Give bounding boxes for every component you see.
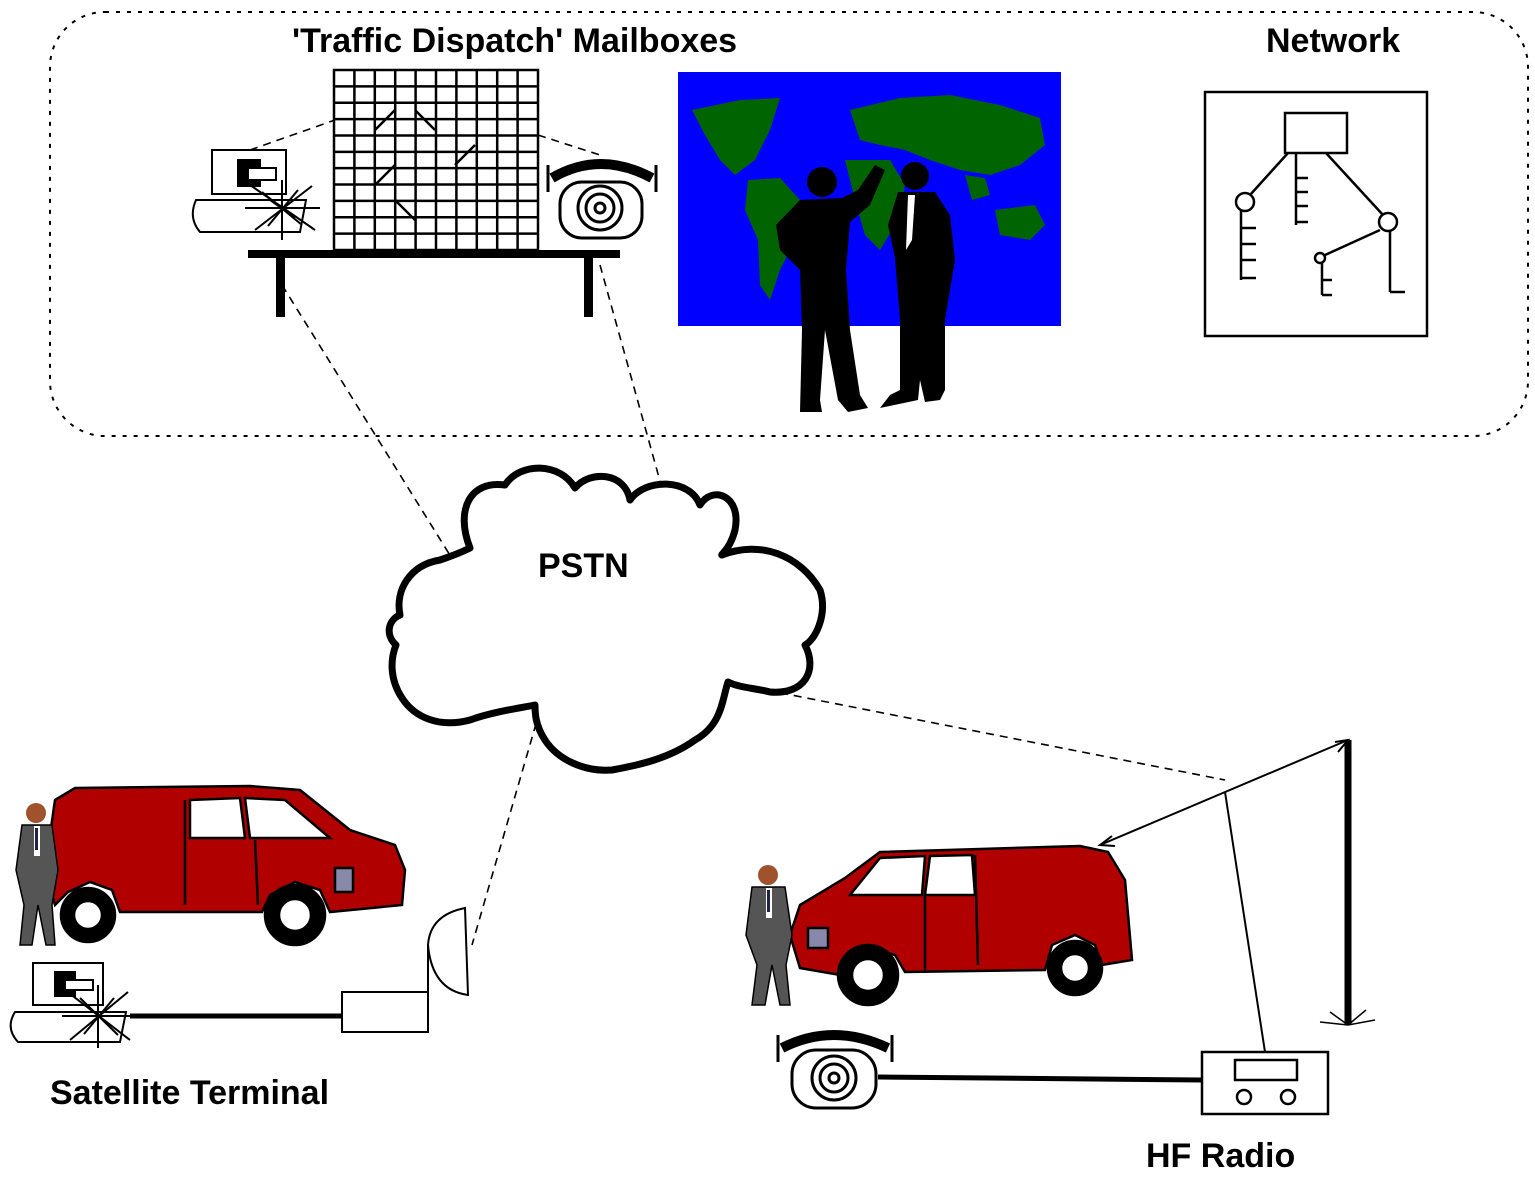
person-right-icon <box>745 865 793 1006</box>
hf-radio-label: HF Radio <box>1146 1137 1295 1175</box>
link-grid-to-phone <box>537 134 601 156</box>
scribble-icon <box>245 180 320 240</box>
mailbox-grid-icon <box>332 68 540 252</box>
mailboxes-label: 'Traffic Dispatch' Mailboxes <box>292 22 737 60</box>
hf-telephone-icon <box>776 1030 894 1110</box>
van-left-icon <box>43 784 407 947</box>
network-tree-icon <box>1203 90 1429 338</box>
person-left-icon <box>15 803 59 946</box>
office-region-border <box>49 11 1529 437</box>
telephone-icon <box>546 159 658 240</box>
satellite-terminal-label: Satellite Terminal <box>50 1074 329 1112</box>
link-cloud-to-hf-antenna <box>724 681 1226 781</box>
satellite-dish-icon <box>341 906 470 1033</box>
satellite-computer-icon <box>9 962 128 1043</box>
satellite-scribble-icon <box>62 985 134 1048</box>
radio-icon <box>1200 1050 1330 1116</box>
pstn-label: PSTN <box>538 547 629 585</box>
antenna-mast-icon <box>1097 738 1376 1053</box>
link-cloud-to-dish <box>471 709 541 946</box>
van-right-icon <box>788 844 1134 1007</box>
desk-icon <box>248 250 620 317</box>
link-computer-to-grid <box>249 119 336 151</box>
network-label: Network <box>1266 22 1400 60</box>
hf-cable <box>877 1074 1203 1083</box>
cloud-icon <box>385 464 826 774</box>
people-silhouette-icon <box>776 162 955 412</box>
computer-icon <box>191 149 308 233</box>
